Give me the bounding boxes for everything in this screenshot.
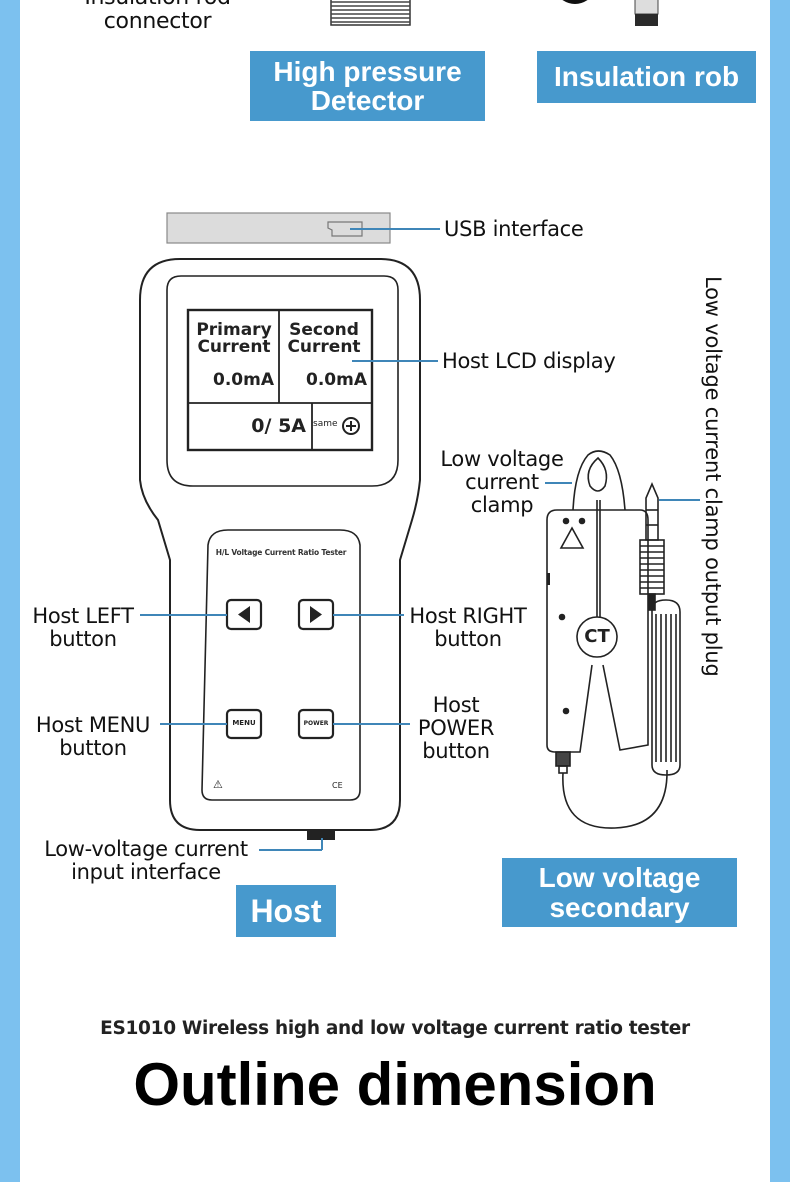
warning-icon: ⚠ (213, 778, 223, 791)
lcd-label-line: Primary (196, 320, 272, 340)
menu-button[interactable]: MENU (232, 719, 256, 727)
left-button-callout: Host LEFT button (28, 605, 138, 651)
callout-line: button (434, 627, 502, 651)
detector-grip-icon (330, 0, 411, 26)
top-accessory-illustrations (330, 0, 659, 26)
current-clamp-illustration (546, 450, 681, 829)
right-button-callout: Host RIGHT button (405, 605, 531, 651)
callout-line: Host LEFT (32, 604, 134, 628)
callout-line: Host RIGHT (409, 604, 527, 628)
low-voltage-secondary-badge: Low voltage secondary (502, 858, 737, 927)
power-button-callout: Host POWER button (410, 694, 502, 763)
usb-port-icon (327, 221, 363, 237)
menu-button-callout: Host MENU button (28, 714, 158, 760)
lcd-display-callout: Host LCD display (442, 349, 616, 373)
input-interface-callout: Low-voltage current input interface (36, 838, 256, 884)
second-current-label: Second Current (281, 322, 367, 356)
mode-label: same (313, 419, 338, 429)
callout-line: clamp (470, 493, 534, 517)
range-value: 0/ 5A (251, 415, 306, 437)
input-port (307, 830, 335, 840)
callout-line: button (49, 627, 117, 651)
right-button[interactable] (299, 600, 333, 629)
rod-hook-icon (562, 0, 588, 4)
badge-line: secondary (549, 891, 690, 923)
section-title: Outline dimension (133, 1051, 657, 1118)
label-line: Insulation rod (45, 0, 270, 10)
badge-line: Detector (310, 85, 425, 116)
button-panel (201, 529, 361, 801)
callout-line: Host (432, 693, 480, 717)
callout-line: button (59, 736, 127, 760)
triangle-left-icon (238, 606, 250, 623)
clamp-callout: Low voltage current clamp (435, 448, 569, 517)
left-button-graphic (225, 598, 263, 631)
rod-tip-icon (634, 0, 659, 26)
insulation-rob-badge: Insulation rob (537, 51, 756, 103)
right-border-bar (770, 0, 790, 1182)
callout-line: Low voltage (440, 447, 564, 471)
label-line: connector (103, 9, 212, 34)
lcd-label-line: Current (287, 337, 361, 357)
left-border-bar (0, 0, 20, 1182)
host-badge: Host (236, 885, 336, 937)
insulation-rod-connector-label: Insulation rod connector (45, 0, 270, 34)
ct-label: CT (584, 626, 610, 647)
product-subtitle: ES1010 Wireless high and low voltage cur… (100, 1018, 690, 1039)
plus-circle-icon (342, 417, 360, 435)
left-button[interactable] (227, 600, 261, 629)
callout-line: input interface (71, 860, 221, 884)
badge-line: High pressure (273, 56, 462, 87)
primary-current-label: Primary Current (190, 322, 278, 356)
plug-callout: Low voltage current clamp output plug (697, 276, 727, 726)
high-pressure-detector-badge: High pressure Detector (250, 51, 485, 121)
plug-callout-text: Low voltage current clamp output plug (701, 276, 725, 677)
badge-line: Insulation rob (553, 61, 740, 92)
lcd-screen (186, 308, 374, 452)
badge-line: Low voltage (538, 861, 701, 893)
triangle-right-icon (310, 606, 322, 623)
callout-line: Host MENU (35, 713, 151, 737)
callout-line: button (422, 739, 490, 763)
callout-line: current (465, 470, 539, 494)
second-current-value: 0.0mA (306, 370, 367, 390)
ce-mark-icon: CE (332, 781, 343, 790)
panel-title: H/L Voltage Current Ratio Tester (215, 548, 347, 557)
callout-line: Low-voltage current (44, 837, 248, 861)
lcd-label-line: Current (197, 337, 271, 357)
power-button[interactable]: POWER (303, 720, 329, 727)
primary-current-value: 0.0mA (213, 370, 274, 390)
usb-interface-callout: USB interface (444, 217, 584, 241)
callout-line: POWER (417, 716, 495, 740)
lcd-label-line: Second (289, 320, 359, 340)
